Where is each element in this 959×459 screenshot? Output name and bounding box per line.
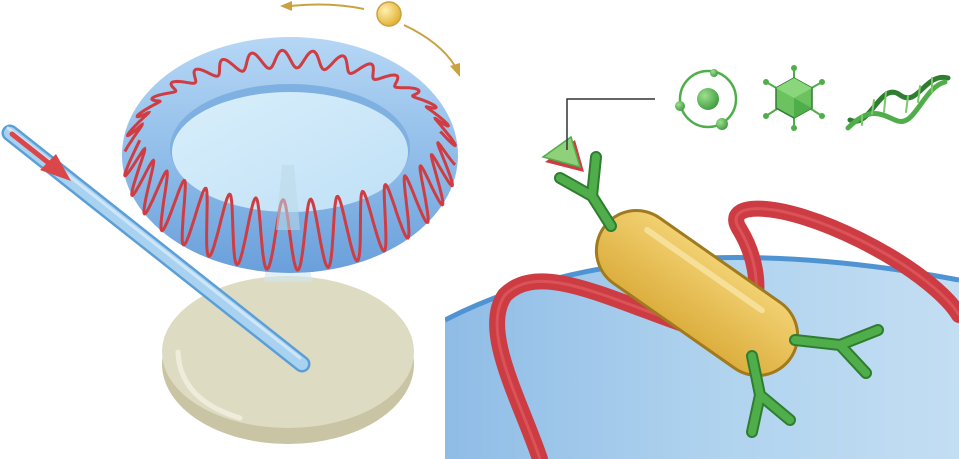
ring-wave-top bbox=[123, 48, 457, 153]
leader-line bbox=[566, 98, 655, 150]
right-panel bbox=[445, 65, 959, 459]
antibody-right bbox=[789, 324, 884, 379]
orbit-ball bbox=[376, 1, 402, 27]
antibody-upper-left bbox=[554, 151, 617, 232]
rotation-arrow-left bbox=[289, 3, 365, 10]
dna-helix-icon bbox=[845, 74, 951, 131]
ring-wave-bottom bbox=[123, 139, 457, 272]
cone-stem bbox=[276, 165, 300, 230]
atom-icon bbox=[675, 69, 738, 130]
bacterium-capsule bbox=[594, 209, 800, 377]
rotation-arrow-right bbox=[403, 24, 456, 67]
virus-icon bbox=[763, 65, 825, 131]
cell-surface bbox=[445, 257, 959, 459]
flow-arrow-icon bbox=[9, 131, 71, 181]
left-panel bbox=[1, 1, 460, 444]
rotation-indicator bbox=[280, 1, 460, 77]
antibody-bottom bbox=[746, 350, 796, 438]
antigen-triangle-icon bbox=[541, 135, 584, 172]
torus-ring bbox=[122, 37, 458, 273]
